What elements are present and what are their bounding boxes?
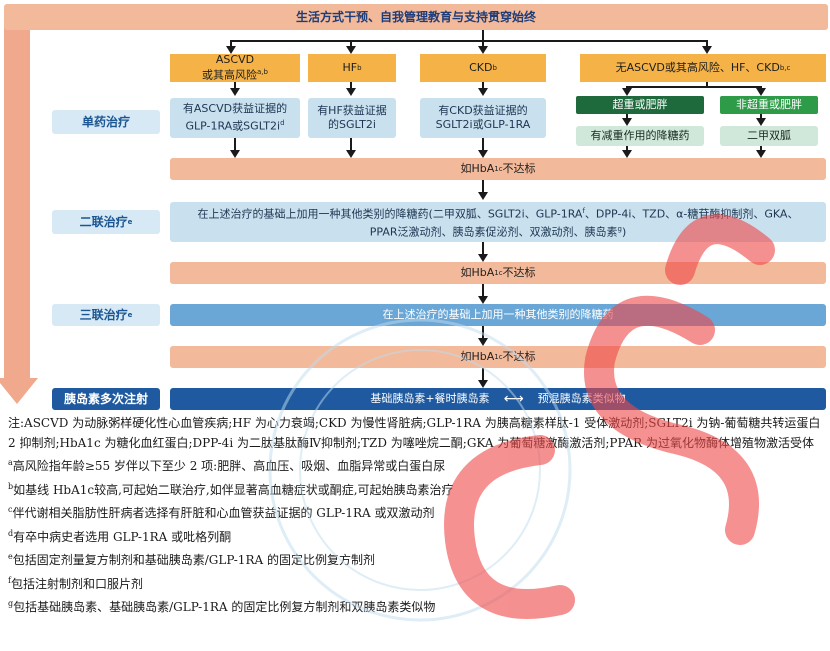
- basal-prandial-label: 基础胰岛素+餐时胰岛素: [370, 392, 490, 405]
- metformin-box: 二甲双胍: [720, 126, 818, 146]
- note-g: g包括基础胰岛素、基础胰岛素/GLP-1RA 的固定比例复方制剂和双胰岛素类似物: [8, 599, 436, 614]
- mono-hf: 有HF获益证据 的SGLT2i: [308, 98, 396, 138]
- mono-ckd: 有CKD获益证据的 SGLT2i或GLP-1RA: [420, 98, 546, 138]
- connector: [230, 40, 708, 42]
- stage-mono: 单药治疗: [52, 110, 160, 134]
- note-a: a高风险指年龄≥55 岁伴以下至少 2 项:肥胖、高血压、吸烟、血脂异常或白蛋白…: [8, 458, 446, 473]
- insulin-bar: 基础胰岛素+餐时胰岛素 ⟷ 预混胰岛素类似物: [170, 388, 826, 410]
- stage-insulin: 胰岛素多次注射: [52, 388, 160, 410]
- overweight-box: 超重或肥胖: [576, 96, 704, 114]
- note-b: b如基线 HbA1c较高,可起始二联治疗,如伴显著高血糖症状或酮症,可起始胰岛素…: [8, 481, 454, 497]
- dual-therapy-box: 在上述治疗的基础上加用一种其他类别的降糖药(二甲双胍、SGLT2i、GLP-1R…: [170, 202, 826, 242]
- mono-ascvd: 有ASCVD获益证据的 GLP-1RA或SGLT2id: [170, 98, 300, 138]
- footnotes: 注:ASCVD 为动脉粥样硬化性心血管疾病;HF 为心力衰竭;CKD 为慢性肾脏…: [8, 414, 823, 618]
- premixed-label: 预混胰岛素类似物: [537, 392, 626, 405]
- note-c: c伴代谢相关脂肪性肝病者选择有肝脏和心血管获益证据的 GLP-1RA 或双激动剂: [8, 505, 435, 520]
- connector: [482, 30, 484, 40]
- note-f: f包括注射制剂和口服片剂: [8, 575, 143, 591]
- note-main: 注:ASCVD 为动脉粥样硬化性心血管疾病;HF 为心力衰竭;CKD 为慢性肾脏…: [8, 416, 821, 450]
- weight-loss-drug-box: 有减重作用的降糖药: [576, 126, 704, 146]
- non-overweight-box: 非超重或肥胖: [720, 96, 818, 114]
- triple-therapy-box: 在上述治疗的基础上加用一种其他类别的降糖药: [170, 304, 826, 326]
- note-d: d有卒中病史者选用 GLP-1RA 或吡格列酮: [8, 528, 232, 544]
- double-arrow-icon: ⟷: [503, 391, 524, 407]
- top-banner: 生活方式干预、自我管理教育与支持贯穿始终: [4, 4, 828, 30]
- lifestyle-arrow: [0, 10, 38, 404]
- condition-ascvd: ASCVD 或其高风险a,b: [170, 54, 300, 82]
- note-e: e包括固定剂量复方制剂和基础胰岛素/GLP-1RA 的固定比例复方制剂: [8, 552, 375, 567]
